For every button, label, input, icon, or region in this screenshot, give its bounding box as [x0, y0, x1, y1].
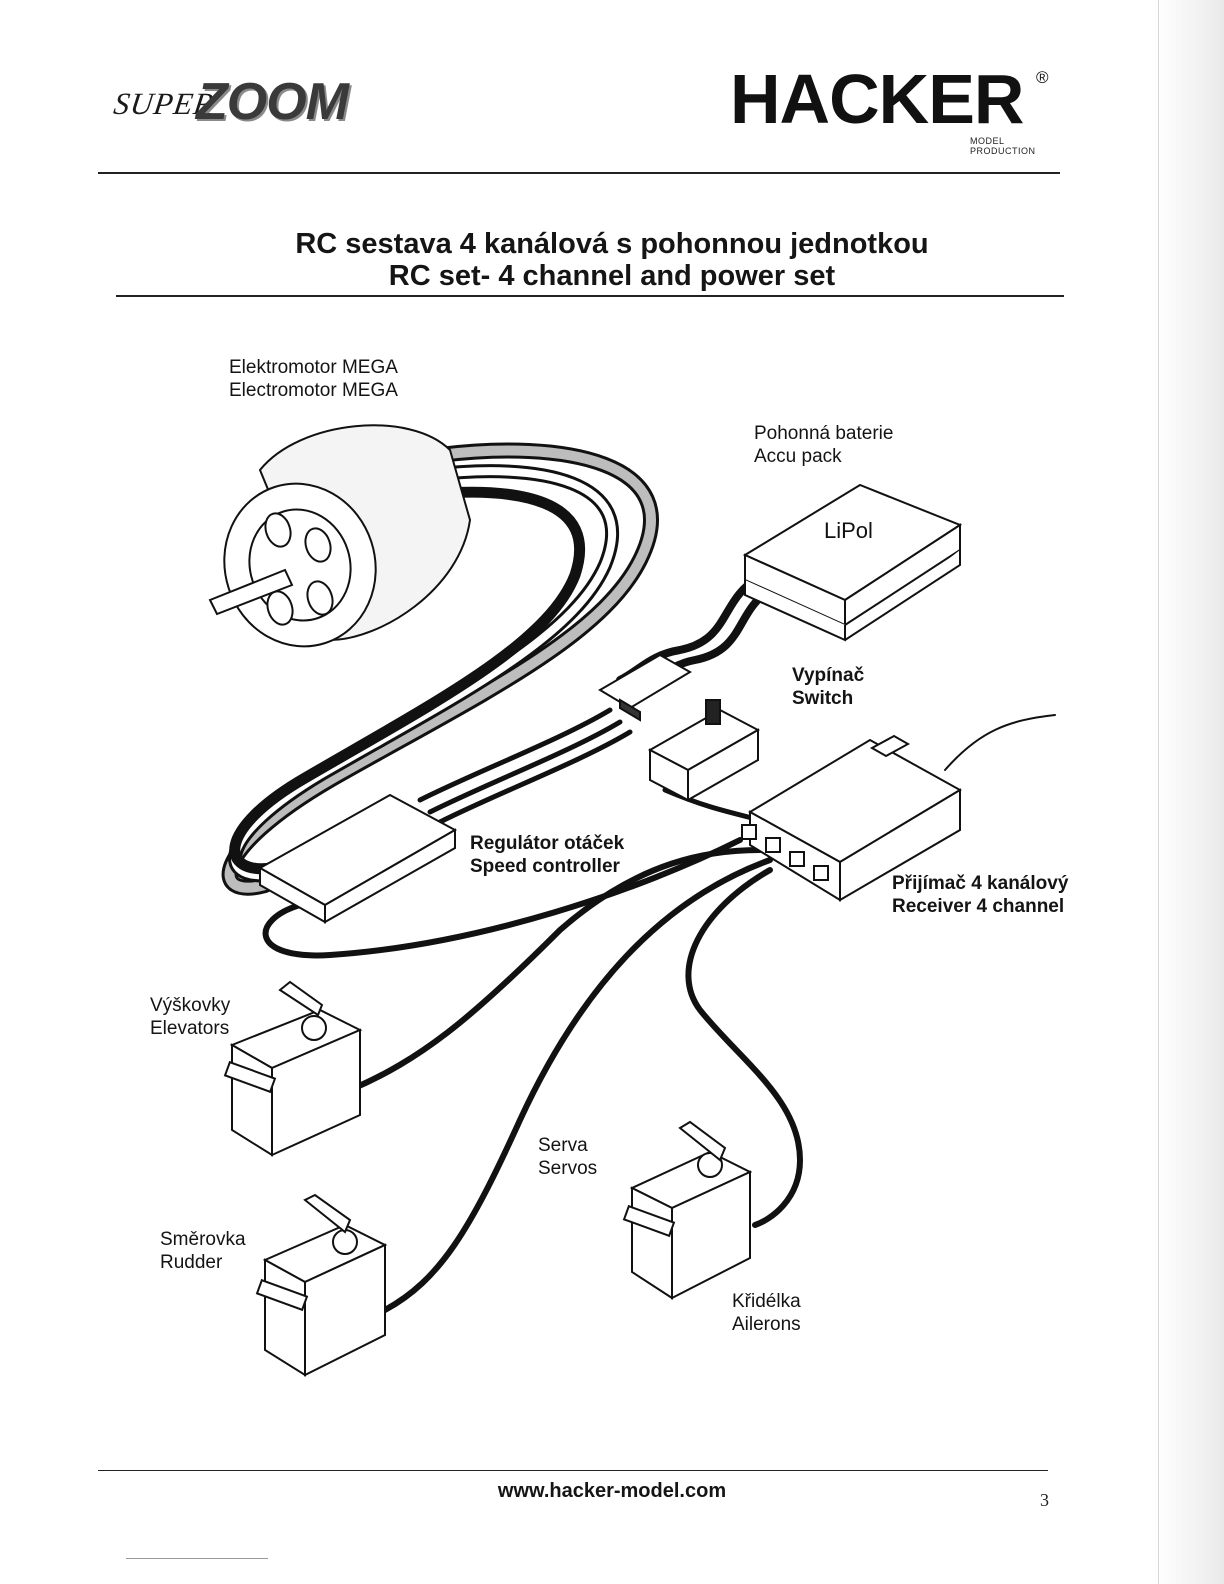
servos-label-en: Servos — [538, 1158, 598, 1179]
switch-label-en: Switch — [792, 688, 854, 709]
rudder-label-cz: Směrovka — [160, 1229, 246, 1250]
ailerons-label-cz: Křidélka — [732, 1291, 801, 1312]
bottom-scan-mark — [126, 1558, 268, 1559]
rudder-label: Směrovka Rudder — [160, 1228, 246, 1274]
servo-leads — [347, 847, 803, 1313]
speed-controller-label-en: Speed controller — [470, 856, 620, 877]
footer-website-link[interactable]: www.hacker-model.com — [497, 1480, 727, 1502]
registered-mark: ® — [1036, 68, 1049, 87]
ailerons-label: Křidélka Ailerons — [732, 1290, 801, 1336]
elevator-servo-illustration — [223, 980, 363, 1157]
title-rule — [116, 295, 1064, 297]
motor-wires — [221, 442, 659, 896]
elevator-label-cz: Výškovky — [150, 995, 231, 1016]
motor-label-en: Electromotor MEGA — [229, 380, 398, 401]
page-edge-line — [1158, 0, 1159, 1584]
receiver-label: Přijímač 4 kanálový Receiver 4 channel — [892, 872, 1068, 918]
super-zoom-logo-zoom: ZOOM — [196, 73, 349, 131]
battery-type-label: LiPol — [824, 518, 873, 543]
battery-connector-illustration — [598, 653, 692, 722]
ailerons-label-en: Ailerons — [732, 1314, 801, 1335]
motor-illustration — [208, 424, 472, 648]
page-edge-shadow — [1154, 0, 1224, 1584]
switch-illustration — [647, 699, 761, 802]
title-line-czech: RC sestava 4 kanálová s pohonnou jednotk… — [295, 228, 929, 260]
page-number: 3 — [1040, 1490, 1049, 1510]
motor-label: Elektromotor MEGA Electromotor MEGA — [229, 356, 398, 402]
battery-label-en: Accu pack — [754, 446, 842, 467]
switch-label-cz: Vypínač — [792, 665, 865, 686]
esc-lower-lead — [262, 837, 743, 959]
servos-label-cz: Serva — [538, 1135, 588, 1156]
hacker-logo-subtitle-line1: MODEL — [970, 136, 1005, 146]
switch-label: Vypínač Switch — [792, 664, 864, 710]
aileron-servo-illustration — [622, 1120, 753, 1300]
receiver-antenna — [944, 714, 1056, 771]
servos-label: Serva Servos — [538, 1134, 597, 1180]
speed-controller-label: Regulátor otáček Speed controller — [470, 832, 624, 878]
header-rule — [98, 172, 1060, 174]
footer-rule — [98, 1470, 1048, 1471]
receiver-label-cz: Přijímač 4 kanálový — [892, 873, 1069, 894]
lipo-battery-illustration — [742, 483, 963, 642]
hacker-logo-subtitle-line2: PRODUCTION — [970, 146, 1036, 156]
speed-controller-label-cz: Regulátor otáček — [470, 833, 625, 854]
receiver-label-en: Receiver 4 channel — [892, 896, 1065, 917]
motor-label-cz: Elektromotor MEGA — [229, 357, 398, 378]
battery-label: Pohonná baterie Accu pack — [754, 422, 893, 468]
speed-controller-illustration — [257, 793, 458, 924]
elevator-label-en: Elevators — [150, 1018, 230, 1039]
hacker-logo: HACKER — [730, 60, 1024, 138]
elevator-label: Výškovky Elevators — [150, 994, 230, 1040]
rudder-label-en: Rudder — [160, 1252, 223, 1273]
rudder-servo-illustration — [255, 1193, 388, 1377]
battery-label-cz: Pohonná baterie — [754, 423, 894, 444]
esc-leads — [417, 707, 633, 825]
receiver-illustration — [741, 734, 962, 902]
hacker-logo-subtitle: MODEL PRODUCTION — [970, 136, 1036, 156]
title-line-english: RC set- 4 channel and power set — [388, 260, 836, 292]
